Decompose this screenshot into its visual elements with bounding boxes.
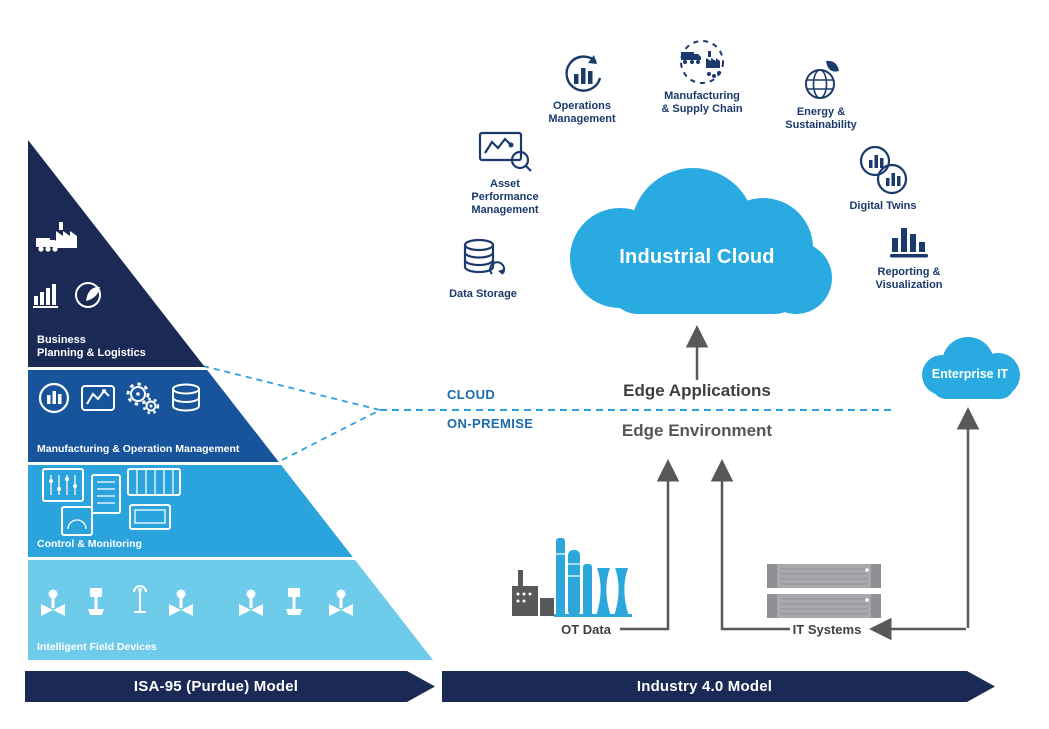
app-label: Manufacturing & Supply Chain <box>661 90 743 116</box>
cloud-shape <box>922 337 1020 399</box>
app-digital-twins: Digital Twins <box>838 144 928 213</box>
control-equipment-icons <box>42 467 257 544</box>
monitor-analytics-icon <box>478 131 532 172</box>
industrial-cloud: Industrial Cloud <box>558 158 836 323</box>
line-chart-monitor-icon <box>80 380 116 421</box>
truck-factory-icon <box>34 216 88 263</box>
database-icon <box>168 380 204 421</box>
app-manufacturing-supply-chain: Manufacturing & Supply Chain <box>648 38 756 116</box>
ot-data-label: OT Data <box>561 622 611 637</box>
layer-manufacturing-ops: Manufacturing & Operation Management <box>28 370 433 462</box>
process-plant-icon <box>510 524 638 629</box>
layer-label-field-devices: Intelligent Field Devices <box>37 640 157 653</box>
app-data-storage: Data Storage <box>436 236 530 301</box>
layer-label-control: Control & Monitoring <box>37 537 142 550</box>
isa95-pyramid: Business Planning & Logistics <box>28 140 433 660</box>
bracket-lower-dashed <box>281 409 381 461</box>
it-systems-label: IT Systems <box>792 622 862 637</box>
enterprise-it-cloud: Enterprise IT <box>912 333 1028 403</box>
app-reporting-visualization: Reporting & Visualization <box>862 220 956 292</box>
layer-label-business: Business Planning & Logistics <box>37 333 146 360</box>
eco-globe-icon <box>72 278 106 315</box>
layer-label-manufacturing: Manufacturing & Operation Management <box>37 442 240 455</box>
bar-graph-icon <box>890 228 928 258</box>
twin-charts-icon <box>859 145 908 195</box>
field-device-icons <box>38 566 368 633</box>
app-asset-performance: Asset Performance Management <box>458 130 552 218</box>
circular-bar-chart-icon <box>565 55 602 92</box>
edge-applications-label: Edge Applications <box>623 381 771 400</box>
app-label: Digital Twins <box>849 200 917 212</box>
onpremise-zone-label: ON-PREMISE <box>447 416 534 431</box>
donut-chart-icon <box>36 380 72 421</box>
isa95-banner-label: ISA-95 (Purdue) Model <box>133 678 299 695</box>
app-energy-sustainability: Energy & Sustainability <box>775 58 867 132</box>
edge-environment-label: Edge Environment <box>621 421 773 440</box>
app-operations-management: Operations Management <box>536 52 628 126</box>
database-cylinder-icon <box>463 238 506 275</box>
layer-field-devices: Intelligent Field Devices <box>28 560 433 660</box>
app-label: Asset Performance Management <box>471 178 539 217</box>
app-label: Energy & Sustainability <box>785 106 857 132</box>
isa95-model-banner: ISA-95 (Purdue) Model <box>25 671 435 702</box>
app-label: Data Storage <box>449 288 517 300</box>
layer-control-monitoring: Control & Monitoring <box>28 465 433 557</box>
server-rack-icon <box>765 562 883 625</box>
enterprise-it-label: Enterprise IT <box>931 367 1009 381</box>
cloud-shape <box>570 168 832 314</box>
layer-business-planning: Business Planning & Logistics <box>28 140 433 367</box>
truck-factory-cycle-icon <box>680 40 724 84</box>
gears-icon <box>124 380 160 421</box>
industry40-banner-label: Industry 4.0 Model <box>636 678 773 695</box>
app-label: Reporting & Visualization <box>875 266 943 292</box>
app-label: Operations Management <box>548 100 616 126</box>
bar-chart-icon <box>32 280 62 313</box>
industry40-model-banner: Industry 4.0 Model <box>442 671 995 702</box>
cloud-zone-label: CLOUD <box>447 387 496 402</box>
industrial-cloud-label: Industrial Cloud <box>619 246 775 268</box>
globe-leaf-icon <box>805 60 839 99</box>
